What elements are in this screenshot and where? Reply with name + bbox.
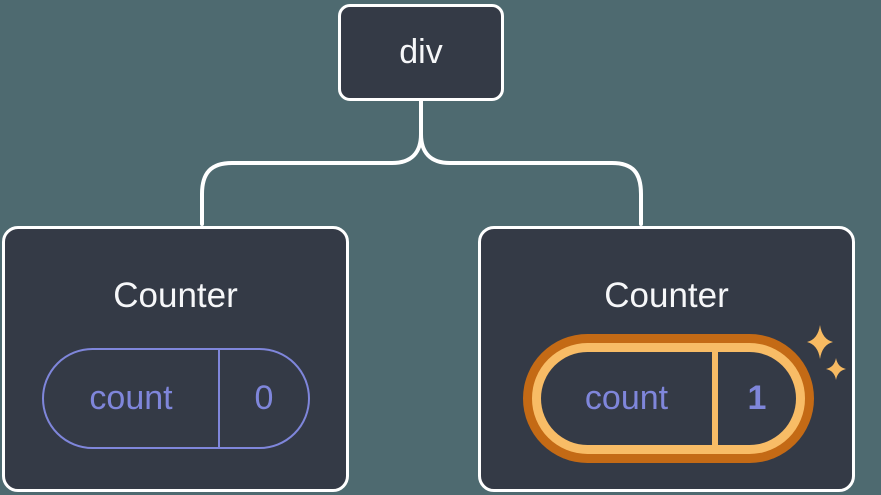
state-pill: count 0: [42, 348, 310, 449]
state-value: 0: [254, 379, 274, 417]
state-pill-highlighted: count 1: [523, 334, 814, 463]
counter-card-right: Counter count 1: [478, 226, 855, 492]
state-pill-divider: [712, 352, 718, 445]
state-pill-highlight-ring: count 1: [532, 343, 805, 454]
component-title: Counter: [113, 276, 238, 315]
connector-branch-left: [200, 132, 423, 226]
sparkle-big-icon: [807, 325, 833, 359]
component-title: Counter: [604, 276, 729, 315]
state-value: 1: [747, 379, 767, 417]
connector-branch-right: [419, 132, 643, 226]
counter-card-left: Counter count 0: [2, 226, 349, 492]
state-key-label: count: [584, 379, 669, 417]
root-node-div: div: [338, 4, 504, 101]
root-node-label: div: [399, 33, 443, 71]
state-key-label: count: [44, 350, 220, 447]
state-pill: count 1: [541, 352, 796, 445]
sparkle-small-icon: [826, 358, 846, 380]
